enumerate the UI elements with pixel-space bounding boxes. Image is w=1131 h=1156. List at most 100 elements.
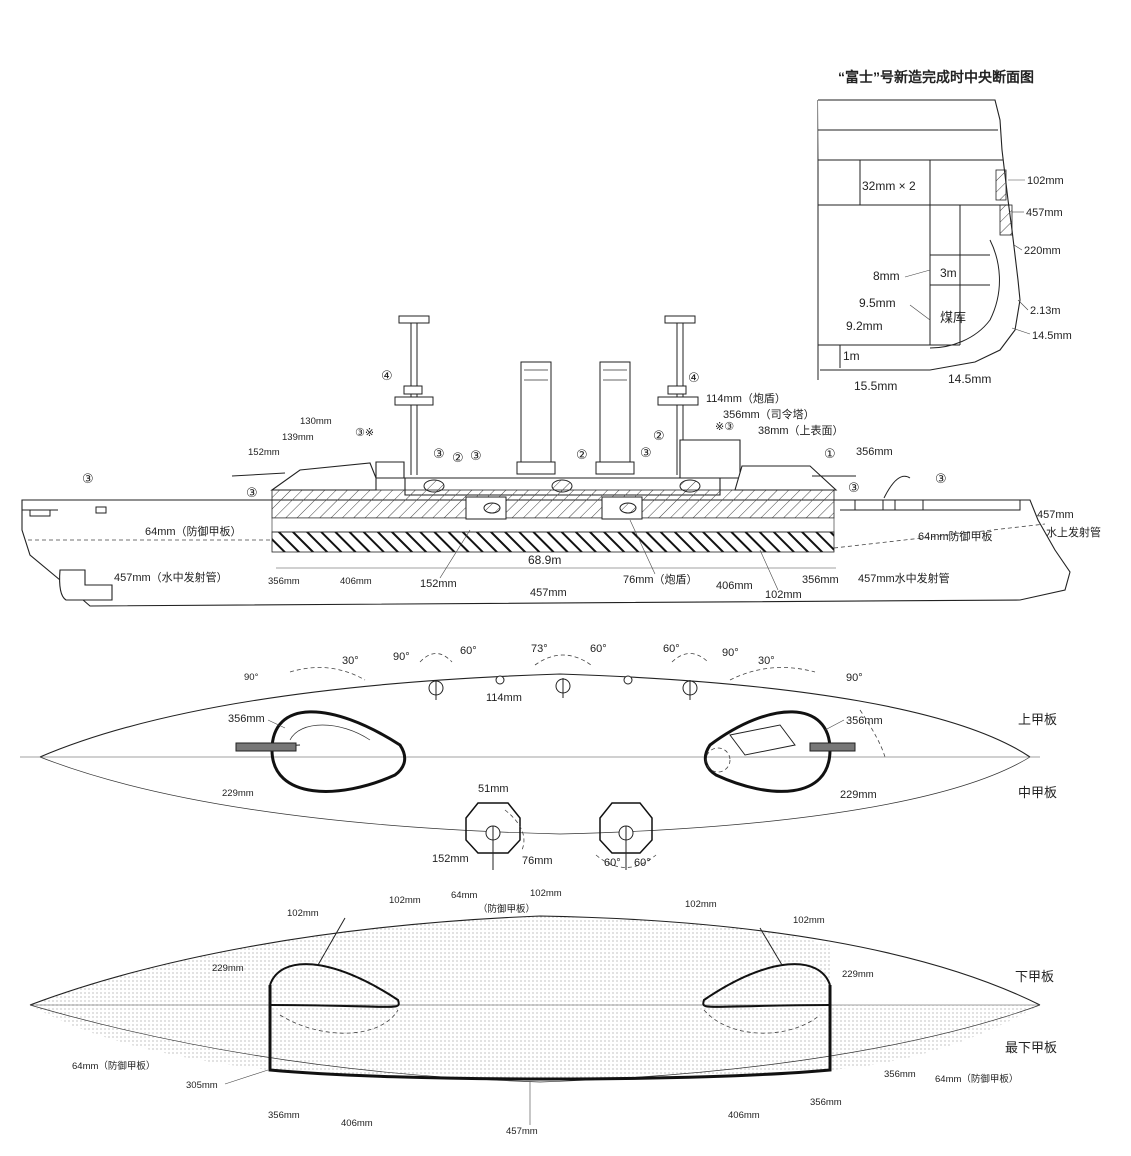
- lower-label-406-right: 406mm: [728, 1110, 760, 1121]
- prof-label-114: 114mm（炮盾）: [706, 392, 786, 405]
- angle-90-center: 90°: [393, 651, 410, 663]
- lower-label-229-right: 229mm: [842, 969, 874, 980]
- lower-label-102d: 102mm: [685, 899, 717, 910]
- prof-label-130: 130mm: [300, 416, 332, 427]
- sec-label-3m: 3m: [940, 266, 957, 280]
- deck-label-upper: 上甲板: [1018, 712, 1057, 727]
- sec-label-102: 102mm: [1027, 175, 1064, 187]
- prof-label-152a: 152mm: [248, 447, 280, 458]
- plan-label-229-left: 229mm: [222, 788, 254, 799]
- prof-label-above-tube: 水上发射管: [1046, 525, 1101, 539]
- deck-label-lower: 下甲板: [1015, 969, 1054, 984]
- sec-label-9-2: 9.2mm: [846, 319, 883, 333]
- prof-label-38: 38mm（上表面）: [758, 423, 844, 437]
- casemate-guns: [423, 479, 701, 514]
- prof-label-457a: 457mm: [1037, 509, 1074, 521]
- plan-label-356-left: 356mm: [228, 713, 265, 725]
- lower-label-64: 64mm: [451, 890, 477, 901]
- lower-label-prot: （防御甲板）: [478, 903, 535, 915]
- lower-label-356-left: 356mm: [268, 1110, 300, 1121]
- prof-label-76: 76mm（炮盾）: [623, 573, 698, 586]
- sec-label-220: 220mm: [1024, 245, 1061, 257]
- marker-2-b: ②: [576, 447, 588, 462]
- angle-60-c: 60°: [663, 643, 680, 655]
- angle-60-b: 60°: [590, 643, 607, 655]
- marker-3-b: ③: [470, 448, 482, 463]
- marker-1: ①: [824, 446, 836, 461]
- prof-label-68-9: 68.9m: [528, 553, 561, 567]
- sec-label-14-5b: 14.5mm: [948, 372, 991, 386]
- plan-label-229-right: 229mm: [840, 789, 877, 801]
- marker-4-fore: ④: [381, 368, 393, 383]
- side-profile: ③ ③ ④ ③ ② ③ ② ③ ② ④ ① ③ ③ 130mm 139mm 15…: [21, 315, 1101, 607]
- angle-60-e: 60°: [634, 857, 651, 869]
- marker-3-bow: ③: [82, 471, 94, 486]
- prof-label-406: 406mm: [340, 576, 372, 587]
- plan-upper-middle: 90° 30° 90° 60° 73° 60° 60° 90° 30° 90° …: [20, 643, 1057, 870]
- prof-label-356b: 356mm: [268, 576, 300, 587]
- sec-label-15-5: 15.5mm: [854, 379, 897, 393]
- angle-30-right: 30°: [758, 655, 775, 667]
- prof-label-102: 102mm: [765, 589, 802, 601]
- sec-label-1m: 1m: [843, 349, 860, 363]
- plan-label-76: 76mm: [522, 855, 553, 867]
- lower-label-305: 305mm: [186, 1080, 218, 1091]
- angle-90-d: 90°: [722, 647, 739, 659]
- sec-label-14-5a: 14.5mm: [1032, 330, 1072, 342]
- main-mast: [657, 315, 699, 475]
- funnels: [516, 361, 635, 475]
- deck-label-lowest: 最下甲板: [1005, 1040, 1057, 1055]
- lower-label-356-right: 356mm: [810, 1097, 842, 1108]
- plan-label-51: 51mm: [478, 783, 509, 795]
- deck-label-middle: 中甲板: [1018, 785, 1057, 800]
- sec-label-2-13: 2.13m: [1030, 305, 1061, 317]
- lower-label-102b: 102mm: [389, 895, 421, 906]
- sec-label-457: 457mm: [1026, 207, 1063, 219]
- prof-label-3x: ③※: [355, 427, 374, 439]
- prof-label-64a: 64mm（防御甲板）: [145, 524, 242, 538]
- upper-deck-guns: [428, 675, 698, 700]
- angle-90-right: 90°: [846, 672, 863, 684]
- fore-mast: [394, 315, 434, 475]
- lower-label-102a: 102mm: [287, 908, 319, 919]
- marker-2-c: ②: [653, 428, 665, 443]
- prof-label-356ct: 356mm（司令塔）: [723, 407, 815, 421]
- plan-lower: 102mm 102mm 64mm （防御甲板） 102mm 102mm 102m…: [29, 888, 1057, 1137]
- marker-3-stern: ③: [935, 471, 947, 486]
- marker-4-main: ④: [688, 370, 700, 385]
- lower-label-229-left: 229mm: [212, 963, 244, 974]
- sec-label-32x2: 32mm × 2: [862, 179, 916, 193]
- prof-label-x3: ※③: [715, 421, 734, 433]
- angle-90-left: 90°: [244, 672, 259, 683]
- angle-60-d: 60°: [604, 857, 621, 869]
- lower-label-64-left: 64mm（防御甲板）: [72, 1060, 155, 1072]
- lower-label-102c: 102mm: [530, 888, 562, 899]
- sec-label-9-5: 9.5mm: [859, 296, 896, 310]
- prof-label-356c: 356mm: [802, 574, 839, 586]
- sec-label-8: 8mm: [873, 269, 900, 283]
- marker-3-a: ③: [433, 446, 445, 461]
- lower-label-64-right: 64mm（防御甲板）: [935, 1073, 1018, 1085]
- lower-label-102e: 102mm: [793, 915, 825, 926]
- midship-section: “富士”号新造完成时中央断面图 32mm × 2 102mm 457mm 220…: [817, 69, 1072, 393]
- lower-label-406-left: 406mm: [341, 1118, 373, 1129]
- prof-label-152b: 152mm: [420, 578, 457, 590]
- prof-label-457-torpedo2: 457mm水中发射管: [858, 571, 950, 585]
- angle-30-left: 30°: [342, 655, 359, 667]
- marker-2-a: ②: [452, 450, 464, 465]
- prof-label-356r: 356mm: [856, 446, 893, 458]
- prof-label-139: 139mm: [282, 432, 314, 443]
- marker-3-c: ③: [640, 445, 652, 460]
- angle-60-a: 60°: [460, 645, 477, 657]
- prof-label-406b: 406mm: [716, 580, 753, 592]
- prof-label-457-torpedo: 457mm（水中发射管）: [114, 570, 228, 584]
- plan-label-356-right: 356mm: [846, 715, 883, 727]
- section-title: “富士”号新造完成时中央断面图: [838, 69, 1034, 85]
- lower-label-457: 457mm: [506, 1126, 538, 1137]
- angle-73: 73°: [531, 643, 548, 655]
- lower-label-356-rr: 356mm: [884, 1069, 916, 1080]
- marker-3-fwd: ③: [246, 485, 258, 500]
- marker-3-aft: ③: [848, 480, 860, 495]
- sec-label-coal: 煤库: [940, 310, 966, 325]
